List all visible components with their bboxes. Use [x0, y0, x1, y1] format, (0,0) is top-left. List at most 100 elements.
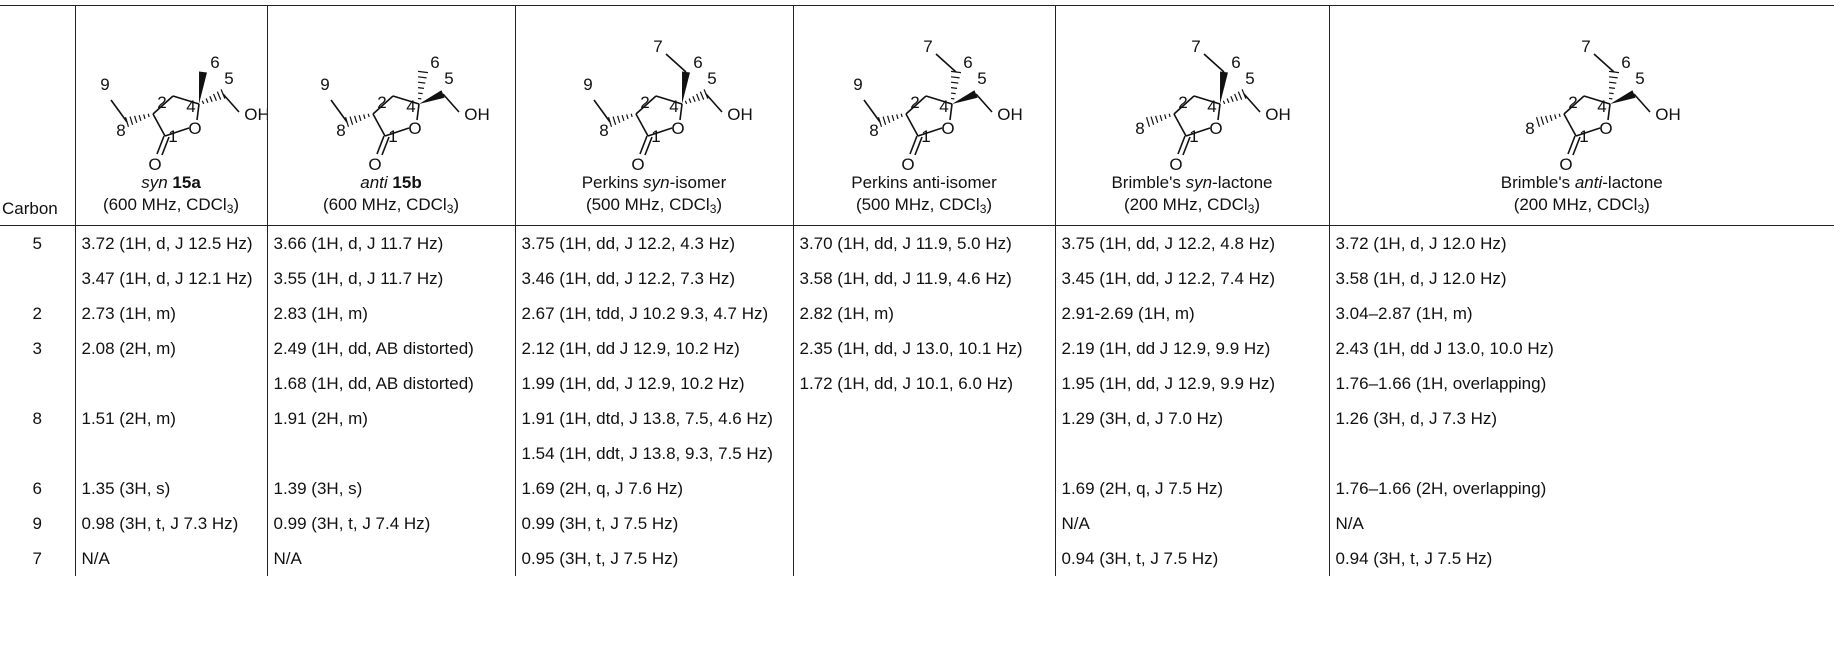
carbon-9-label: 9 [320, 75, 329, 94]
shift-value: 2.67 (1H, tdd, J 10.2 9.3, 4.7 Hz) [522, 304, 769, 323]
shift-value: 1.26 (3H, d, J 7.3 Hz) [1336, 409, 1498, 428]
carbon-8-label: 8 [1135, 119, 1144, 138]
nmr-conditions: (600 MHz, CDCl3) [103, 194, 239, 220]
shift-cell: 1.29 (3H, d, J 7.0 Hz) [1055, 401, 1329, 436]
carbon-8-label: 8 [599, 121, 608, 140]
carbon-1-label: 1 [651, 127, 660, 146]
compound-caption: Perkins syn-isomer(500 MHz, CDCl3) [582, 172, 727, 220]
ethyl-bond [331, 100, 347, 122]
carbon-number-cell [0, 436, 75, 471]
ring-bond [153, 114, 165, 136]
carbon-2-label: 2 [377, 93, 386, 112]
compound-name-ital: anti [1575, 173, 1602, 192]
c4-hashed-bond [1609, 71, 1619, 98]
carbon-4-label: 4 [939, 97, 948, 116]
compound-caption: Perkins anti-isomer(500 MHz, CDCl3) [851, 172, 997, 220]
carbon-number-cell: 7 [0, 541, 75, 576]
shift-value: 0.94 (3H, t, J 7.5 Hz) [1062, 549, 1219, 568]
shift-cell: 3.47 (1H, d, J 12.1 Hz) [75, 261, 267, 296]
hydroxyl-label: OH [1655, 105, 1681, 124]
compound-name: Brimble's anti-lactone [1501, 172, 1663, 194]
ring-oxygen-label: O [941, 119, 954, 138]
nmr-comparison-table: Carbon OO1249865OHsyn 15a(600 MHz, CDCl3… [0, 5, 1834, 576]
ring-bond [636, 114, 648, 136]
carbonyl-oxygen-label: O [631, 155, 644, 172]
shift-cell: 2.67 (1H, tdd, J 10.2 9.3, 4.7 Hz) [515, 296, 793, 331]
compound-name-pre: Brimble's [1501, 173, 1575, 192]
shift-cell: 2.19 (1H, dd J 12.9, 9.9 Hz) [1055, 331, 1329, 366]
shift-cell: 1.72 (1H, dd, J 10.1, 6.0 Hz) [793, 366, 1055, 401]
carbon-1-label: 1 [1189, 127, 1198, 146]
shift-cell [75, 436, 267, 471]
compound-caption: Brimble's syn-lactone(200 MHz, CDCl3) [1111, 172, 1272, 220]
shift-value: 2.19 (1H, dd J 12.9, 9.9 Hz) [1062, 339, 1271, 358]
c4-c5-wedge-bond [952, 90, 978, 104]
compound-name: anti 15b [323, 172, 459, 194]
conditions-close: ) [1644, 195, 1650, 214]
column-header-content: OO1249865OHsyn 15a(600 MHz, CDCl3) [76, 32, 267, 225]
c2-hashed-bond [879, 114, 903, 127]
table-row: 1.54 (1H, ddt, J 13.8, 9.3, 7.5 Hz) [0, 436, 1834, 471]
carbon-2-label: 2 [1178, 93, 1187, 112]
c4-c5-hashed-bond [1223, 89, 1246, 103]
ethyl-bond [1594, 54, 1614, 72]
c2-hashed-bond [1147, 114, 1171, 127]
carbon-5-label: 5 [224, 69, 233, 88]
c4-c5-hashed-bond [202, 89, 225, 103]
shift-cell: 3.58 (1H, d, J 12.0 Hz) [1329, 261, 1834, 296]
carbon-number-cell: 8 [0, 401, 75, 436]
compound-name-post: -lactone [1602, 173, 1662, 192]
carbon-number-cell: 2 [0, 296, 75, 331]
shift-value: 2.12 (1H, dd J 12.9, 10.2 Hz) [522, 339, 740, 358]
shift-value: 0.98 (3H, t, J 7.3 Hz) [82, 514, 239, 533]
shift-cell: 1.91 (2H, m) [267, 401, 515, 436]
carbonyl-oxygen-label: O [148, 155, 161, 172]
compound-name-post: -isomer [670, 173, 727, 192]
carbon-1-label: 1 [1579, 127, 1588, 146]
shift-cell: 3.75 (1H, dd, J 12.2, 4.8 Hz) [1055, 226, 1329, 262]
shift-cell [793, 436, 1055, 471]
shift-value: 2.91-2.69 (1H, m) [1062, 304, 1195, 323]
shift-value: 3.72 (1H, d, J 12.0 Hz) [1336, 234, 1507, 253]
shift-cell: N/A [1329, 506, 1834, 541]
carbon-number-cell: 9 [0, 506, 75, 541]
shift-value: N/A [82, 549, 110, 568]
c5-oh-bond [443, 94, 459, 112]
shift-value: 1.95 (1H, dd, J 12.9, 9.9 Hz) [1062, 374, 1276, 393]
shift-cell: 1.99 (1H, dd, J 12.9, 10.2 Hz) [515, 366, 793, 401]
compound-name-post: -lactone [1212, 173, 1272, 192]
ethyl-bond [594, 100, 610, 122]
shift-value: 3.45 (1H, dd, J 12.2, 7.4 Hz) [1062, 269, 1276, 288]
nmr-conditions: (200 MHz, CDCl3) [1501, 194, 1663, 220]
carbon-9-label: 9 [100, 75, 109, 94]
shift-value: 3.47 (1H, d, J 12.1 Hz) [82, 269, 253, 288]
shift-cell: 1.26 (3H, d, J 7.3 Hz) [1329, 401, 1834, 436]
shift-cell: 3.45 (1H, dd, J 12.2, 7.4 Hz) [1055, 261, 1329, 296]
compound-name-ital: syn [141, 173, 167, 192]
header-row: Carbon OO1249865OHsyn 15a(600 MHz, CDCl3… [0, 6, 1834, 226]
c2-hashed-bond [346, 114, 370, 127]
c4-c5-hashed-bond [685, 89, 708, 103]
shift-cell: 2.82 (1H, m) [793, 296, 1055, 331]
compound-name: Perkins anti-isomer [851, 172, 997, 194]
shift-value: 3.46 (1H, dd, J 12.2, 7.3 Hz) [522, 269, 736, 288]
carbon-6-label: 6 [963, 53, 972, 72]
ethyl-bond [666, 54, 686, 72]
shift-cell: 2.83 (1H, m) [267, 296, 515, 331]
carbon-6-label: 6 [693, 53, 702, 72]
carbon-8-label: 8 [1525, 119, 1534, 138]
shift-cell: 0.95 (3H, t, J 7.5 Hz) [515, 541, 793, 576]
c5-oh-bond [1634, 94, 1650, 112]
shift-value: 3.70 (1H, dd, J 11.9, 5.0 Hz) [800, 234, 1012, 253]
hydroxyl-label: OH [727, 105, 753, 124]
ring-bond [417, 104, 419, 120]
ring-bond [1174, 114, 1186, 136]
